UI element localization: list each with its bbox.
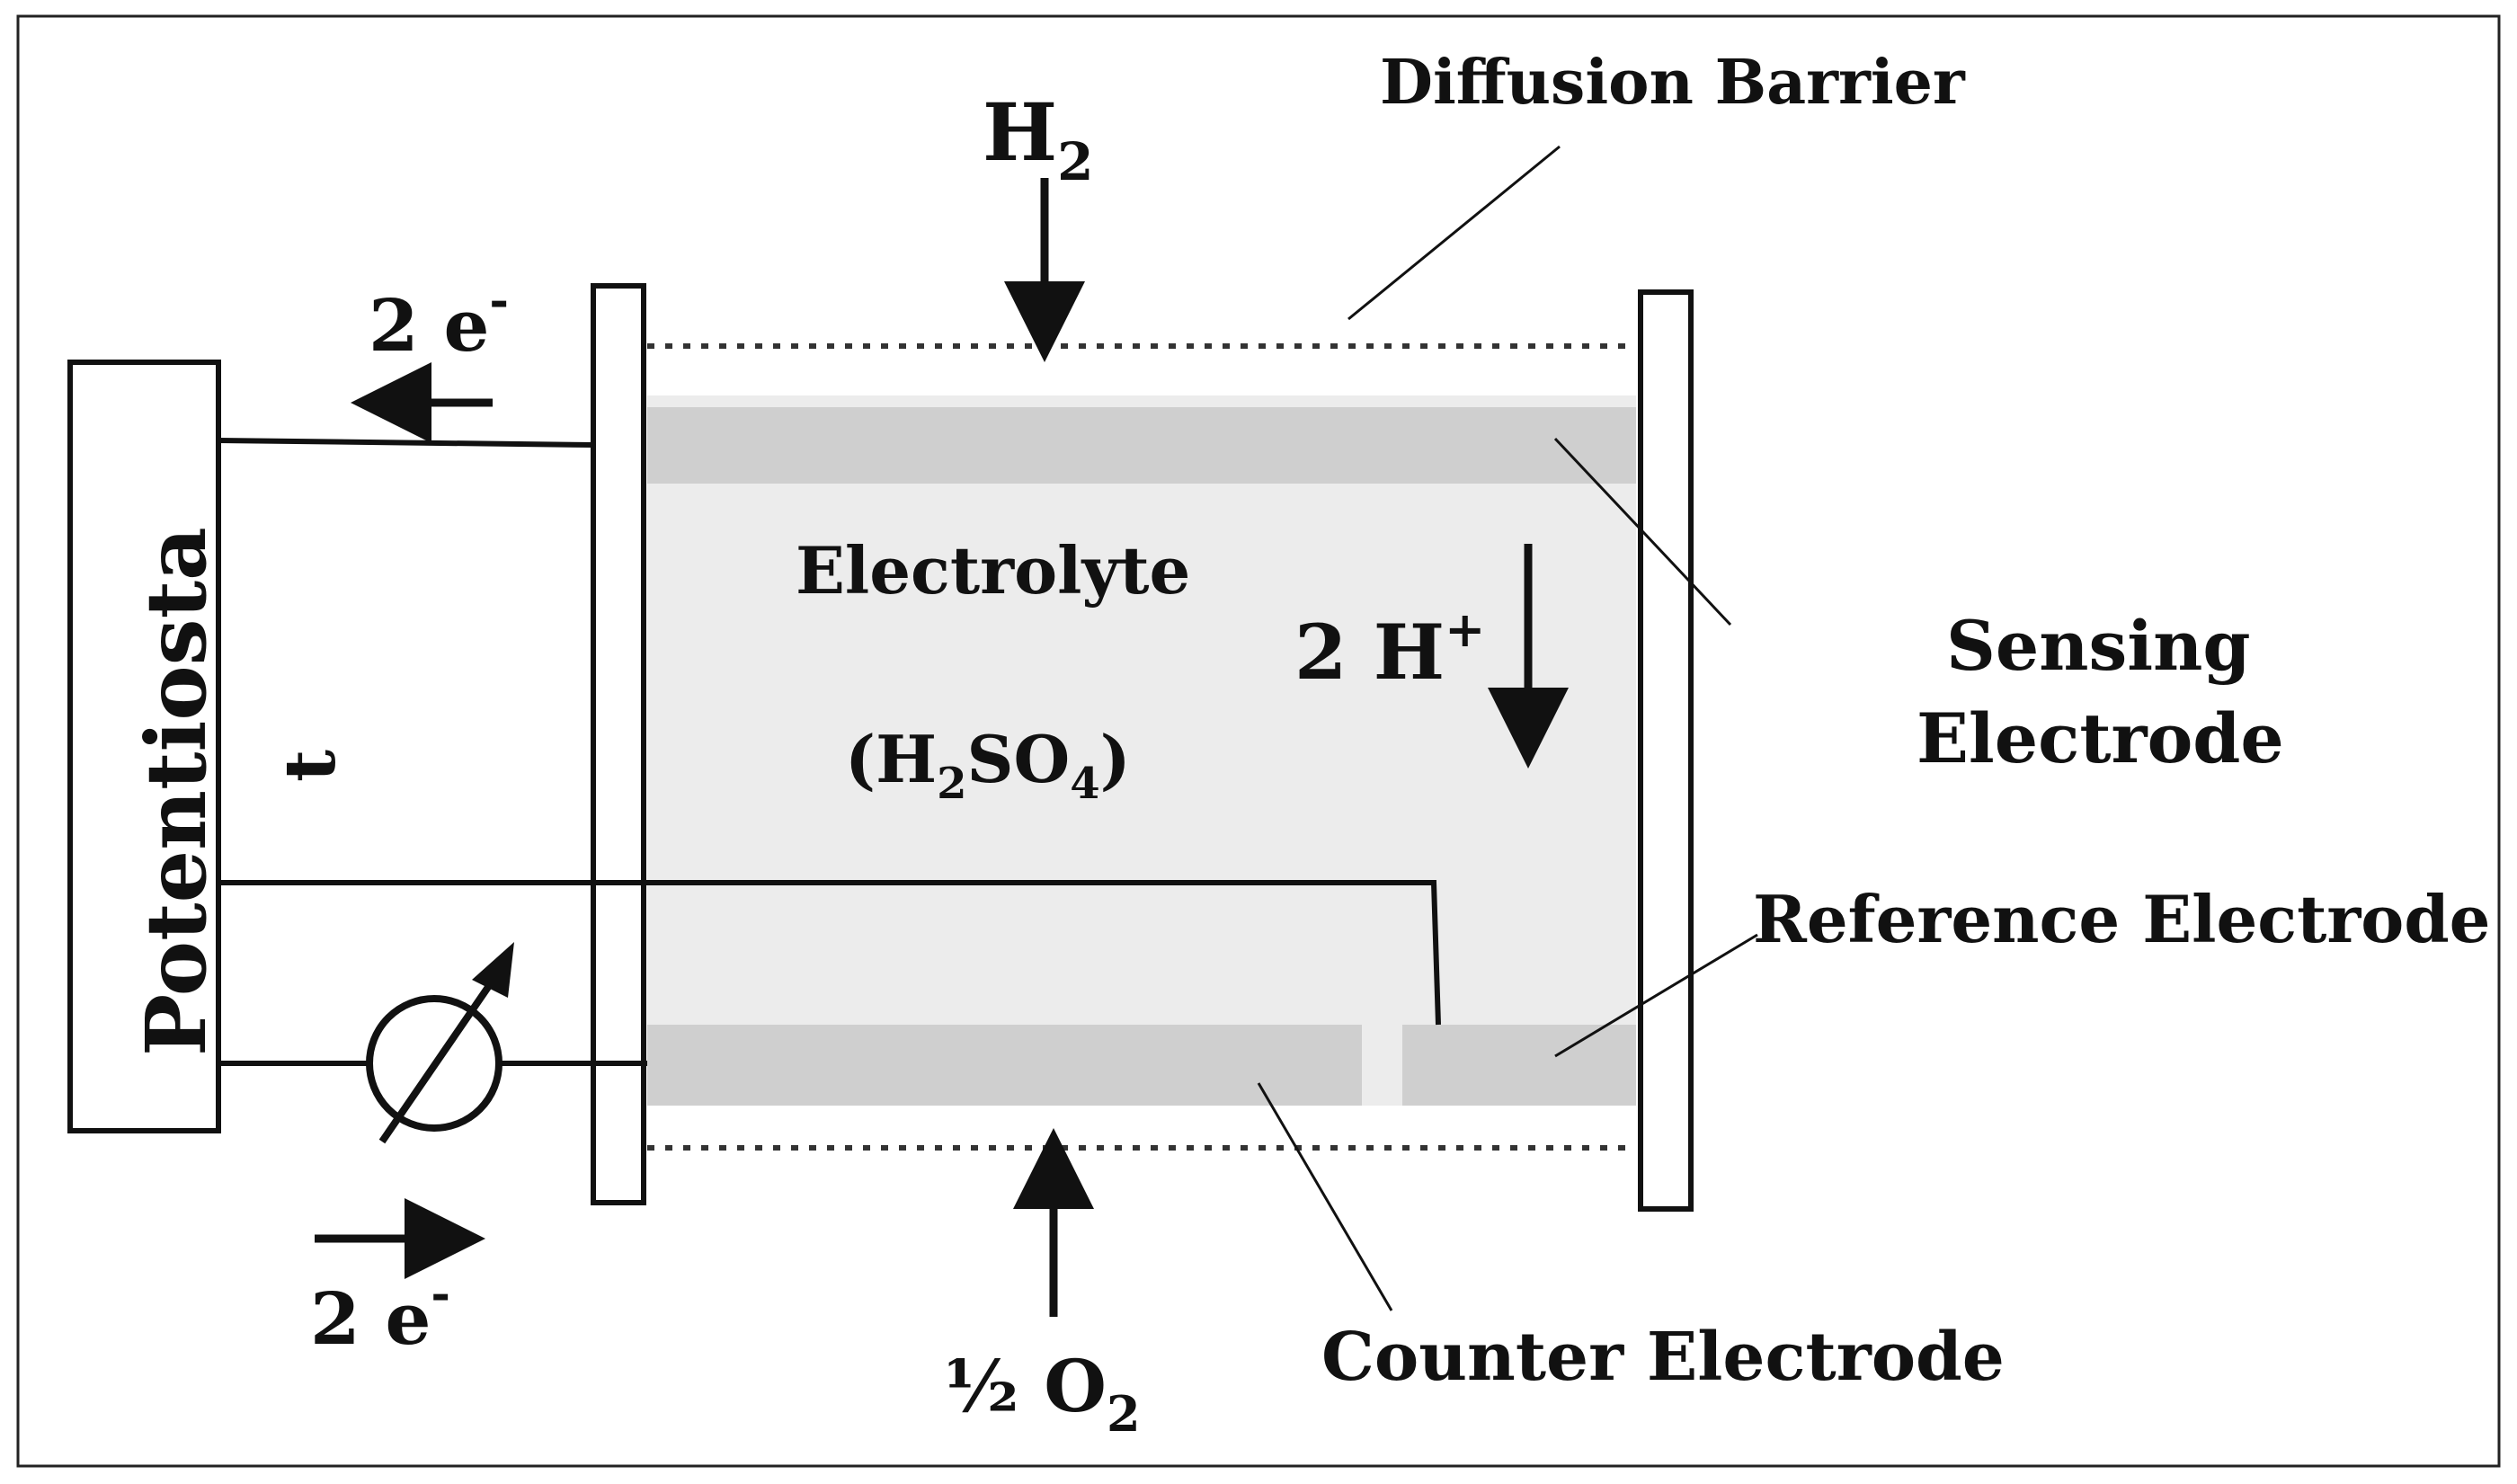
- sensing-electrode-label-line2: Electrode: [1917, 698, 2284, 778]
- electrolyte-region: [647, 395, 1636, 1106]
- counter-electrode-leader: [1257, 1082, 1393, 1311]
- wire-sensing: [218, 438, 594, 448]
- sensing-electrode-label-line1: Sensing: [1946, 606, 2251, 686]
- electrons-bottom-label: 2 e-: [310, 1266, 450, 1361]
- potentiostat-label: Potentiosta: [128, 527, 225, 1056]
- electrolyte-label: Electrolyte: [796, 532, 1190, 609]
- sensing-electrode-layer: [647, 407, 1636, 484]
- reference-electrode-layer: [1402, 1025, 1636, 1106]
- diffusion-barrier-leader: [1347, 145, 1561, 321]
- reference-electrode-label: Reference Electrode: [1753, 881, 2490, 957]
- left-end-plate: [591, 283, 646, 1205]
- right-end-plate: [1638, 289, 1694, 1212]
- outer-frame: [16, 14, 2501, 1468]
- potentiostat-label-continued: t: [270, 750, 351, 782]
- protons-label: 2 H+: [1294, 600, 1485, 697]
- oxygen-label: ½ O2: [944, 1344, 1141, 1443]
- reference-electrode-leader: [1554, 933, 1758, 1058]
- electrons-top-label: 2 e-: [369, 273, 509, 368]
- electrolyte-formula-label: (H2SO4): [845, 721, 1131, 809]
- counter-electrode-layer: [647, 1025, 1362, 1106]
- h2-label: H2: [983, 85, 1094, 192]
- potentiostat-box: [67, 360, 221, 1133]
- sensing-electrode-leader: [1553, 437, 1732, 626]
- wire-reference: [218, 880, 1441, 1026]
- diffusion-barrier-label: Diffusion Barrier: [1380, 47, 1966, 119]
- counter-electrode-label: Counter Electrode: [1321, 1319, 2005, 1396]
- ammeter-icon: [366, 942, 514, 1144]
